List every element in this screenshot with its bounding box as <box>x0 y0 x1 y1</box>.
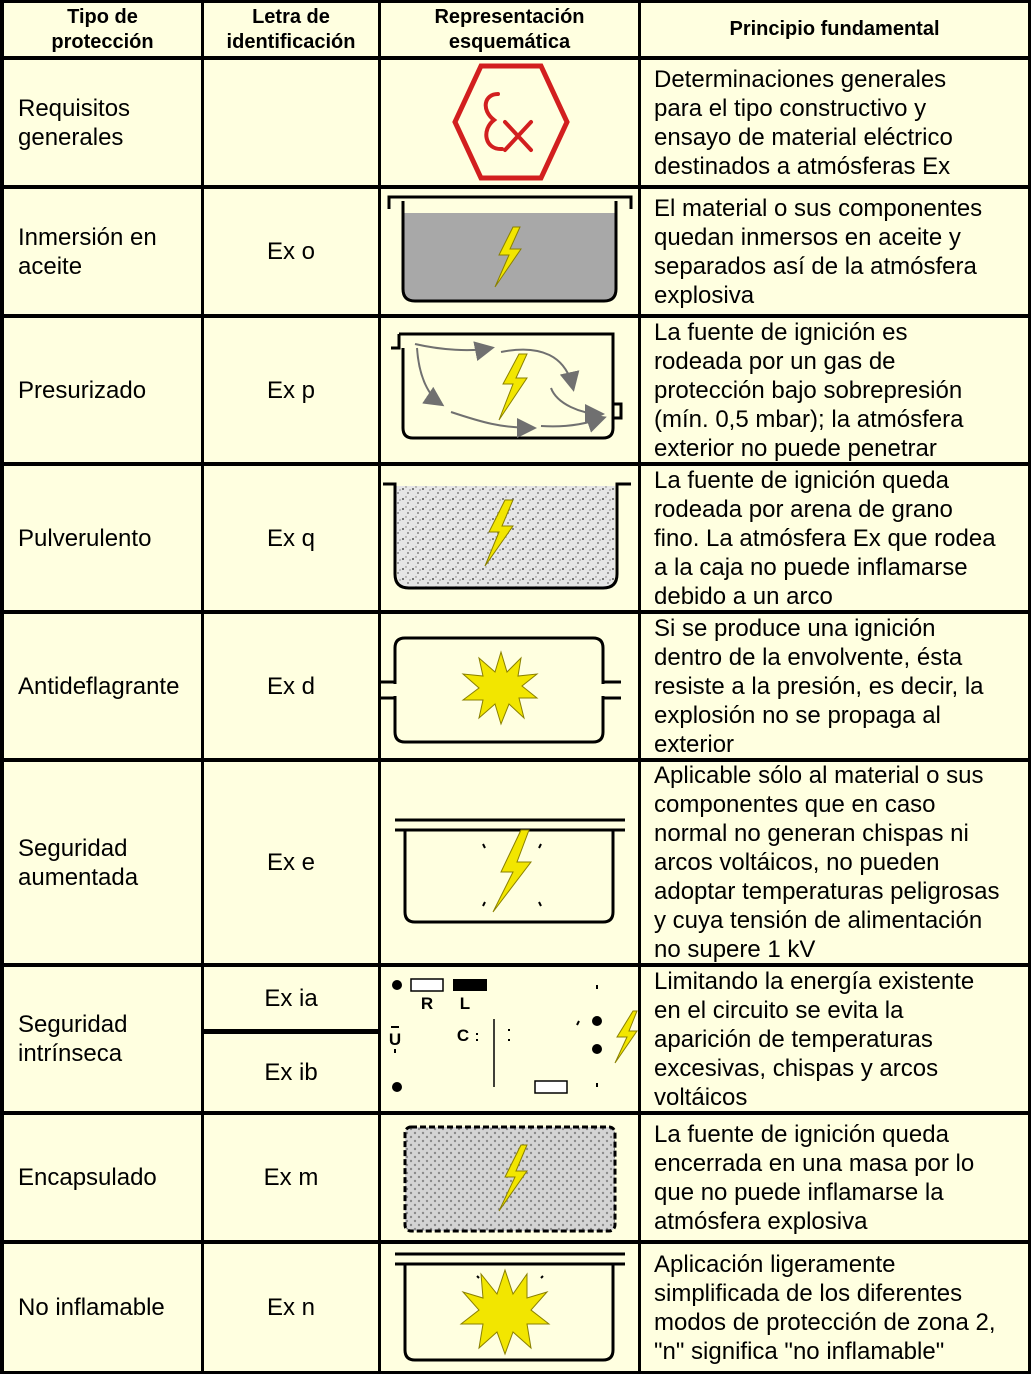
powder-filling-icon <box>381 466 638 610</box>
header-letra: Letra de identificación <box>204 3 378 56</box>
row-presurizado-letra: Ex p <box>204 318 378 462</box>
row-antideflagrante-tipo: Antideflagrante <box>4 614 201 758</box>
header-representacion: Representación esquemática <box>381 3 638 56</box>
row-requisitos-tipo: Requisitos generales <box>4 60 201 185</box>
row-aceite-tipo: Inmersión en aceite <box>4 189 201 314</box>
header-tipo: Tipo de protección <box>4 3 201 56</box>
row-encapsulado-letra: Ex m <box>204 1115 378 1240</box>
row-requisitos-letra <box>204 60 378 185</box>
row-encapsulado-principio: La fuente de ignición queda encerrada en… <box>641 1115 1028 1240</box>
row-aumentada-principio: Aplicable sólo al material o sus compone… <box>641 762 1028 963</box>
row-presurizado-principio: La fuente de ignición es rodeada por un … <box>641 318 1028 462</box>
non-sparking-icon <box>381 1244 638 1371</box>
row-noinflamable-letra: Ex n <box>204 1244 378 1371</box>
voltage-label: U <box>389 1030 401 1049</box>
oil-immersion-icon <box>381 189 638 314</box>
row-pulverulento-letra: Ex q <box>204 466 378 610</box>
row-antideflagrante-principio: Si se produce una ignición dentro de la … <box>641 614 1028 758</box>
row-pulverulento-tipo: Pulverulento <box>4 466 201 610</box>
row-aumentada-tipo: Seguridad aumentada <box>4 762 201 963</box>
row-pulverulento-principio: La fuente de ignición queda rodeada por … <box>641 466 1028 610</box>
inductor-label: L <box>460 994 470 1013</box>
increased-safety-icon <box>381 762 638 963</box>
header-principio: Principio fundamental <box>641 3 1028 56</box>
resistor-label: R <box>421 994 433 1013</box>
encapsulation-icon <box>381 1115 638 1240</box>
row-noinflamable-tipo: No inflamable <box>4 1244 201 1371</box>
row-aumentada-letra: Ex e <box>204 762 378 963</box>
row-intrinseca-letra-ia: Ex ia <box>204 967 378 1029</box>
row-noinflamable-principio: Aplicación ligeramente simplificada de l… <box>641 1244 1028 1371</box>
ex-hexagon-icon <box>381 60 638 185</box>
row-encapsulado-tipo: Encapsulado <box>4 1115 201 1240</box>
intrinsic-safety-icon: R L C U <box>381 967 638 1111</box>
row-presurizado-tipo: Presurizado <box>4 318 201 462</box>
row-intrinseca-letra-ib: Ex ib <box>204 1034 378 1111</box>
row-aceite-principio: El material o sus componentes quedan inm… <box>641 189 1028 314</box>
pressurized-icon <box>381 318 638 462</box>
row-aceite-letra: Ex o <box>204 189 378 314</box>
row-intrinseca-principio: Limitando la energía existente en el cir… <box>641 967 1028 1111</box>
row-intrinseca-tipo: Seguridad intrínseca <box>4 967 201 1111</box>
row-requisitos-principio: Determinaciones generales para el tipo c… <box>641 60 1028 185</box>
capacitor-label: C <box>457 1026 469 1045</box>
row-antideflagrante-letra: Ex d <box>204 614 378 758</box>
flameproof-icon <box>381 614 638 758</box>
